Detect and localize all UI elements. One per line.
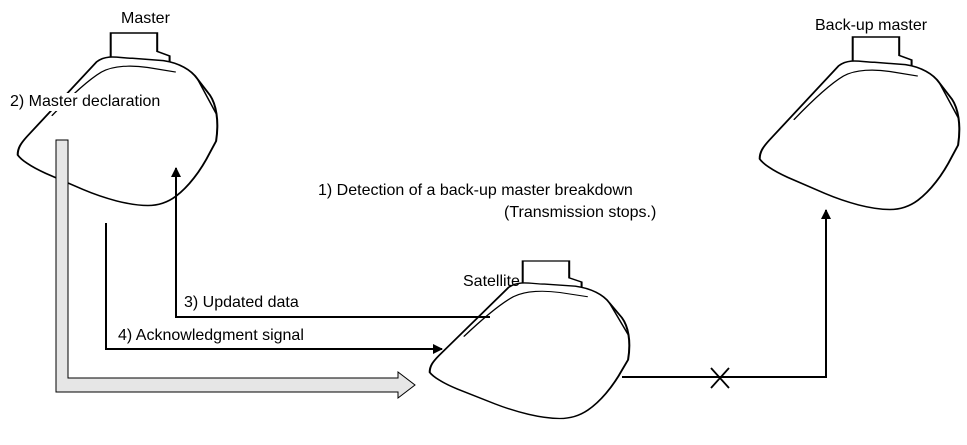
master-declaration-arrow xyxy=(55,139,416,400)
acknowledgment-arrow xyxy=(105,223,443,354)
satellite-label: Satellite xyxy=(463,273,520,290)
acknowledgment-label: 4) Acknowledgment signal xyxy=(118,327,304,344)
backup-master-label: Back-up master xyxy=(815,17,928,34)
backup-link-arrow xyxy=(622,209,831,378)
updated-data-arrow xyxy=(171,167,490,318)
master-declaration-label: 2) Master declaration xyxy=(10,93,163,111)
backup-master-device xyxy=(758,35,961,211)
detection-label: 1) Detection of a back-up master breakdo… xyxy=(318,182,633,199)
transmission-stops-label: (Transmission stops.) xyxy=(504,204,657,221)
breakdown-cross-icon xyxy=(710,367,730,389)
satellite-device xyxy=(428,259,631,420)
master-device xyxy=(16,31,219,207)
master-label: Master xyxy=(121,10,170,27)
updated-data-label: 3) Updated data xyxy=(184,294,299,311)
